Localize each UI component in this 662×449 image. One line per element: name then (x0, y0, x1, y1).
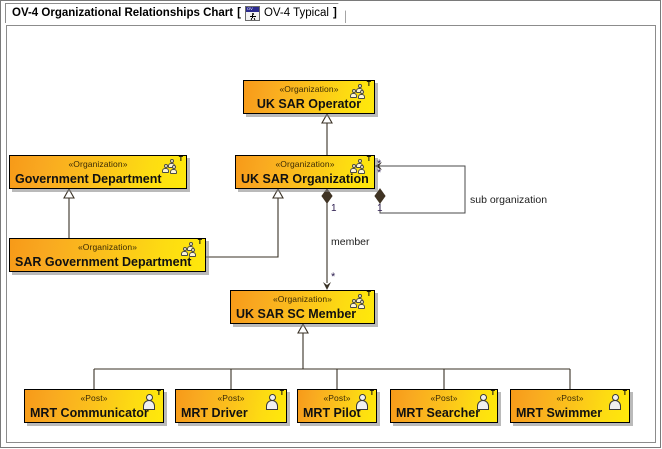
stereotype-label: «Post» (323, 393, 351, 403)
node-title: Government Department (15, 172, 162, 186)
node-uk-sar-sc-member[interactable]: «Organization» UK SAR SC Member T (230, 290, 375, 324)
node-uk-sar-operator[interactable]: «Organization» UK SAR Operator T (243, 80, 375, 114)
node-title: MRT Swimmer (516, 406, 603, 420)
page-title: OV-4 Organizational Relationships Chart (12, 6, 234, 19)
node-title: SAR Government Department (15, 255, 192, 269)
node-uk-sar-organization[interactable]: «Organization» UK SAR Organization T (235, 155, 375, 189)
stereotype-label: «Organization» (77, 242, 138, 252)
stereotype-label: «Post» (430, 393, 458, 403)
node-government-department[interactable]: «Organization» Government Department T (9, 155, 187, 189)
node-mrt-pilot[interactable]: «Post» MRT Pilot T (297, 389, 377, 423)
node-title: MRT Communicator (30, 406, 149, 420)
bracket-open: [ (237, 6, 241, 19)
node-title: UK SAR Operator (256, 97, 362, 111)
stereotype-label: «Post» (217, 393, 245, 403)
node-mrt-driver[interactable]: «Post» MRT Driver T (175, 389, 287, 423)
node-mrt-swimmer[interactable]: «Post» MRT Swimmer T (510, 389, 630, 423)
stereotype-label: «Organization» (279, 84, 339, 94)
node-mrt-searcher[interactable]: «Post» MRT Searcher T (390, 389, 498, 423)
stereotype-label: «Organization» (68, 159, 128, 169)
diagram-name: OV-4 Typical (263, 6, 329, 19)
diagram-title-tab[interactable]: OV-4 Organizational Relationships Chart … (5, 3, 346, 23)
node-title: MRT Driver (181, 406, 248, 420)
node-title: MRT Pilot (303, 406, 361, 420)
node-title: UK SAR Organization (241, 172, 369, 186)
ov4-diagram-icon (245, 6, 260, 21)
stereotype-label: «Post» (80, 393, 108, 403)
node-title: UK SAR SC Member (236, 307, 357, 321)
node-title: MRT Searcher (396, 406, 481, 420)
bracket-close: ] (332, 6, 337, 19)
stereotype-label: «Post» (556, 393, 584, 403)
stereotype-label: «Organization» (275, 159, 335, 169)
node-sar-government-department[interactable]: «Organization» SAR Government Department… (9, 238, 206, 272)
node-mrt-communicator[interactable]: «Post» MRT Communicator T (24, 389, 164, 423)
stereotype-label: «Organization» (272, 294, 333, 304)
